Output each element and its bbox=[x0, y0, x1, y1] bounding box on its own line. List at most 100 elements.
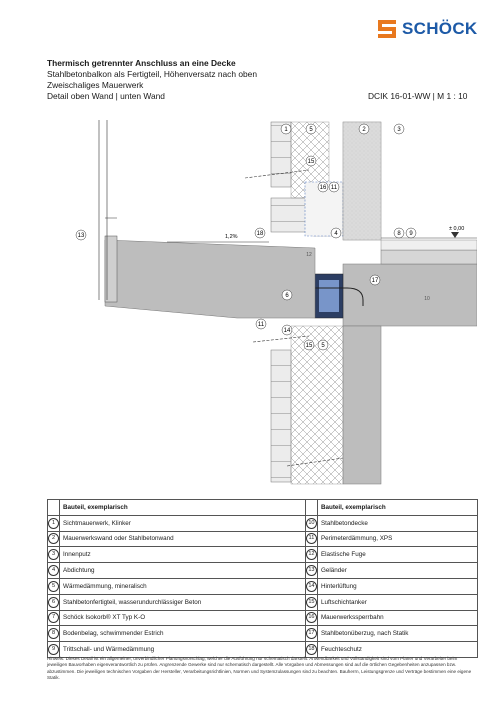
schoeck-logo: SCHÖCK bbox=[376, 18, 477, 40]
legend-row: 5 Wärmedämmung, mineralisch 14 Hinterlüf… bbox=[47, 577, 479, 595]
legend-text: Stahlbetondecke bbox=[316, 514, 479, 532]
legend-text: Trittschall- und Wärmedämmung bbox=[59, 641, 306, 658]
legend-text: Innenputz bbox=[59, 546, 306, 564]
svg-text:5: 5 bbox=[309, 127, 313, 133]
legend-text: Wärmedämmung, mineralisch bbox=[59, 577, 306, 595]
legend-number: 15 bbox=[305, 596, 317, 608]
screed bbox=[380, 249, 477, 265]
legend-number: 12 bbox=[305, 549, 317, 561]
legend-number: 9 bbox=[48, 644, 59, 656]
svg-text:9: 9 bbox=[409, 231, 413, 237]
legend-table: Bauteil, exemplarisch Bauteil, exemplari… bbox=[47, 499, 479, 658]
legend-header-right: Bauteil, exemplarisch bbox=[316, 499, 479, 516]
legend-header-left: Bauteil, exemplarisch bbox=[59, 499, 306, 516]
legend-row: 1 Sichtmauerwerk, Klinker 10 Stahlbetond… bbox=[47, 514, 479, 532]
legend-row: 8 Bodenbelag, schwimmender Estrich 17 St… bbox=[47, 625, 479, 643]
legend-number: 1 bbox=[48, 517, 59, 529]
svg-text:16: 16 bbox=[320, 185, 327, 191]
svg-text:15: 15 bbox=[306, 343, 313, 349]
legend-text: Geländer bbox=[316, 562, 479, 579]
concrete-slab bbox=[342, 263, 477, 327]
construction-detail-drawing: 1,2% ± 0,00 1 5 2 3 15 16 11 13 18 4 8 9… bbox=[75, 120, 477, 485]
svg-text:17: 17 bbox=[372, 278, 379, 284]
legend-row: 7 Schöck Isokorb® XT Typ K-O 16 Mauerwer… bbox=[47, 609, 479, 627]
legend-number: 7 bbox=[48, 612, 59, 624]
wall-tie-lower bbox=[252, 335, 310, 343]
inner-wall-lower bbox=[342, 325, 382, 485]
legend-text: Hinterlüftung bbox=[316, 577, 479, 595]
detail-reference: DCIK 16-01-WW | M 1 : 10 bbox=[368, 91, 468, 101]
callout-14: 14 bbox=[281, 324, 293, 336]
callout-15a: 15 bbox=[305, 155, 317, 167]
wall-tie-upper bbox=[244, 169, 310, 179]
railing bbox=[98, 120, 108, 300]
legend-row: 9 Trittschall- und Wärmedämmung 18 Feuch… bbox=[47, 641, 479, 658]
level-marker-icon bbox=[451, 232, 459, 238]
svg-text:4: 4 bbox=[334, 231, 338, 237]
svg-text:11: 11 bbox=[258, 322, 265, 328]
legend-text: Bodenbelag, schwimmender Estrich bbox=[59, 625, 306, 643]
schoeck-logo-mark-icon bbox=[378, 20, 396, 38]
callout-12: 12 bbox=[306, 252, 312, 258]
callout-5a: 5 bbox=[305, 123, 317, 135]
brick-leaf-lower bbox=[270, 349, 292, 483]
reinforcement-bar bbox=[257, 287, 364, 306]
svg-text:13: 13 bbox=[78, 233, 85, 239]
callout-5b: 5 bbox=[317, 339, 329, 351]
svg-text:10: 10 bbox=[424, 296, 430, 302]
legend-header-row: Bauteil, exemplarisch Bauteil, exemplari… bbox=[47, 499, 479, 516]
impact-insulation bbox=[380, 239, 477, 251]
callout-8: 8 bbox=[393, 227, 405, 239]
callout-3: 3 bbox=[393, 123, 405, 135]
legend-text: Elastische Fuge bbox=[316, 546, 479, 564]
legend-number: 13 bbox=[305, 565, 317, 577]
legend-row: 6 Stahlbetonfertigteil, wasserundurchläs… bbox=[47, 593, 479, 611]
legend-text: Stahlbetonfertigteil, wasserundurchlässi… bbox=[59, 593, 306, 611]
legend-number: 16 bbox=[305, 612, 317, 624]
callout-4: 4 bbox=[330, 227, 342, 239]
svg-text:6: 6 bbox=[285, 293, 289, 299]
callout-2: 2 bbox=[358, 123, 370, 135]
legend-number: 10 bbox=[305, 517, 317, 529]
disclaimer-note: Hinweis: Dieses Detail ist ein allgemein… bbox=[47, 656, 472, 681]
legend-text: Mauerwerkswand oder Stahlbetonwand bbox=[59, 530, 306, 548]
svg-text:11: 11 bbox=[331, 185, 338, 191]
legend-row: 4 Abdichtung 13 Geländer bbox=[47, 562, 479, 579]
inner-wall-upper-fill bbox=[343, 122, 381, 240]
legend-text: Schöck Isokorb® XT Typ K-O bbox=[59, 609, 306, 627]
callout-15b: 15 bbox=[303, 339, 315, 351]
level-label: ± 0,00 bbox=[449, 226, 464, 232]
legend-number: 17 bbox=[305, 628, 317, 640]
callout-11b: 11 bbox=[255, 318, 267, 330]
callout-10: 10 bbox=[424, 296, 430, 302]
svg-text:8: 8 bbox=[397, 231, 401, 237]
title-main: Thermisch getrennter Anschluss an eine D… bbox=[47, 58, 236, 68]
legend-number: 14 bbox=[305, 580, 317, 592]
legend-text: Mauerwerkssperrbahn bbox=[316, 609, 479, 627]
svg-text:3: 3 bbox=[397, 127, 401, 133]
svg-text:12: 12 bbox=[306, 252, 312, 258]
legend-row: 3 Innenputz 12 Elastische Fuge bbox=[47, 546, 479, 564]
legend-text: Luftschichtanker bbox=[316, 593, 479, 611]
legend-number: 11 bbox=[305, 533, 317, 545]
legend-text: Perimeterdämmung, XPS bbox=[316, 530, 479, 548]
legend-number: 8 bbox=[48, 628, 59, 640]
callout-9: 9 bbox=[405, 227, 417, 239]
callout-13: 13 bbox=[75, 229, 87, 241]
legend-text: Abdichtung bbox=[59, 562, 306, 579]
svg-text:18: 18 bbox=[257, 231, 264, 237]
legend-number: 18 bbox=[305, 644, 317, 656]
legend-text: Sichtmauerwerk, Klinker bbox=[59, 514, 306, 532]
title-sub-1: Stahlbetonbalkon als Fertigteil, Höhenve… bbox=[47, 69, 257, 79]
callout-1: 1 bbox=[280, 123, 292, 135]
slope-dimension: 1,2% bbox=[225, 234, 238, 240]
balcony-edge bbox=[104, 235, 118, 303]
title-sub-3: Detail oben Wand | unten Wand bbox=[47, 91, 165, 101]
legend-row: 2 Mauerwerkswand oder Stahlbetonwand 11 … bbox=[47, 530, 479, 548]
legend-number: 2 bbox=[48, 533, 59, 545]
svg-text:15: 15 bbox=[308, 159, 315, 165]
isokorb-core bbox=[319, 280, 339, 312]
legend-number: 6 bbox=[48, 596, 59, 608]
precast-balcony bbox=[104, 239, 316, 319]
callout-6: 6 bbox=[281, 289, 293, 301]
